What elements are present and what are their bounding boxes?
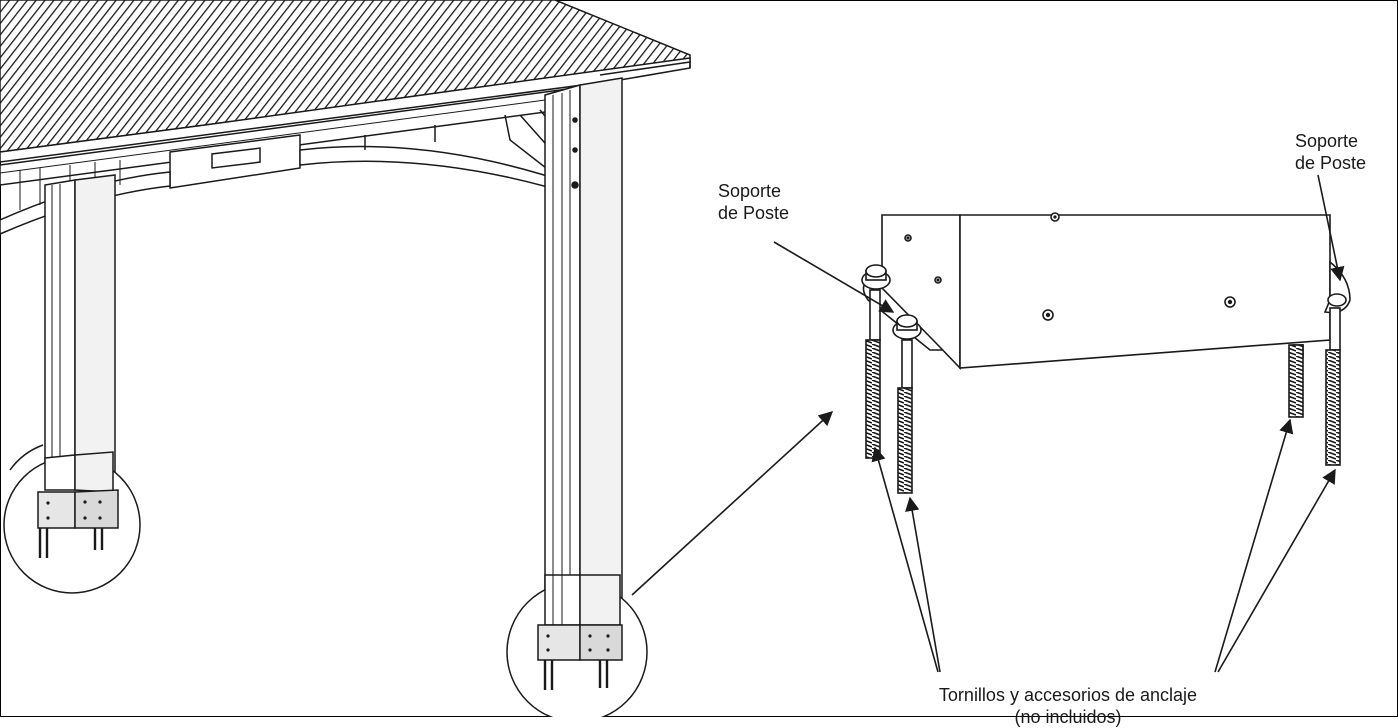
anchor-screws: [865, 289, 1341, 494]
brand-plate: [211, 147, 261, 169]
left-post-bracket: [37, 491, 76, 529]
right-post-face: [579, 77, 623, 626]
arch-right: [299, 145, 576, 197]
detail-link-arrow: [631, 411, 834, 596]
bracket-front-face: [959, 214, 1331, 369]
right-post-base-detail: [506, 574, 648, 717]
leader-lines: [773, 174, 1345, 673]
anchor-bolts-label: Tornillos y accesorios de anclaje (no in…: [938, 685, 1198, 727]
enlarged-bracket: [861, 212, 1351, 494]
bolt-heads: [861, 264, 1347, 340]
post-bracket-label-right: Soporte de Poste: [1295, 131, 1367, 173]
left-post-base-detail: [3, 444, 141, 594]
left-post-face: [74, 174, 116, 493]
bracket-side-face: [881, 214, 961, 370]
right-post-bracket: [537, 624, 581, 661]
post-bracket-label-left: Soporte de Poste: [718, 181, 790, 223]
